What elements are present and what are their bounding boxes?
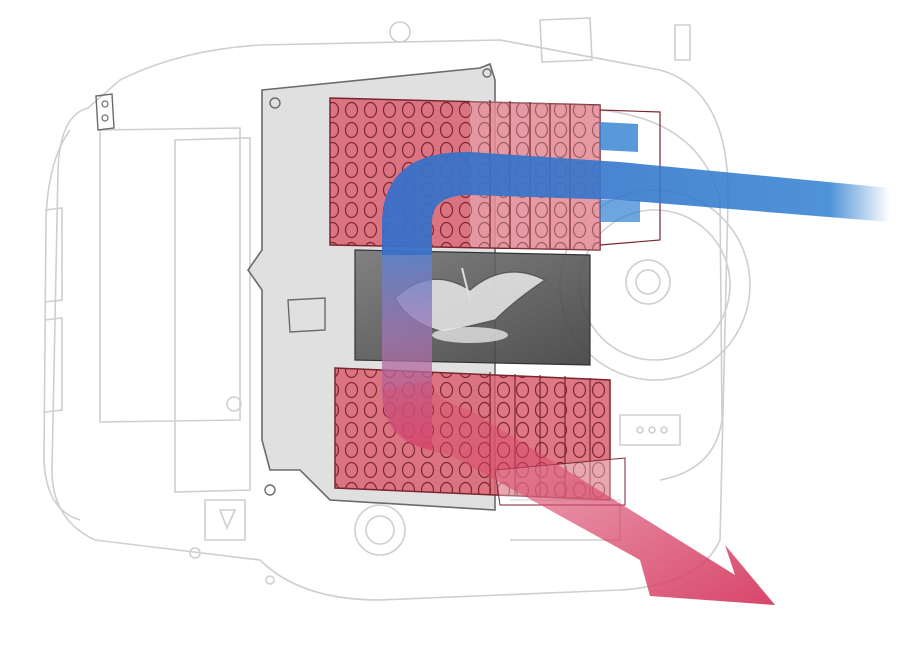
camera-body-outline bbox=[43, 17, 751, 601]
airflow-arrow bbox=[382, 151, 890, 605]
